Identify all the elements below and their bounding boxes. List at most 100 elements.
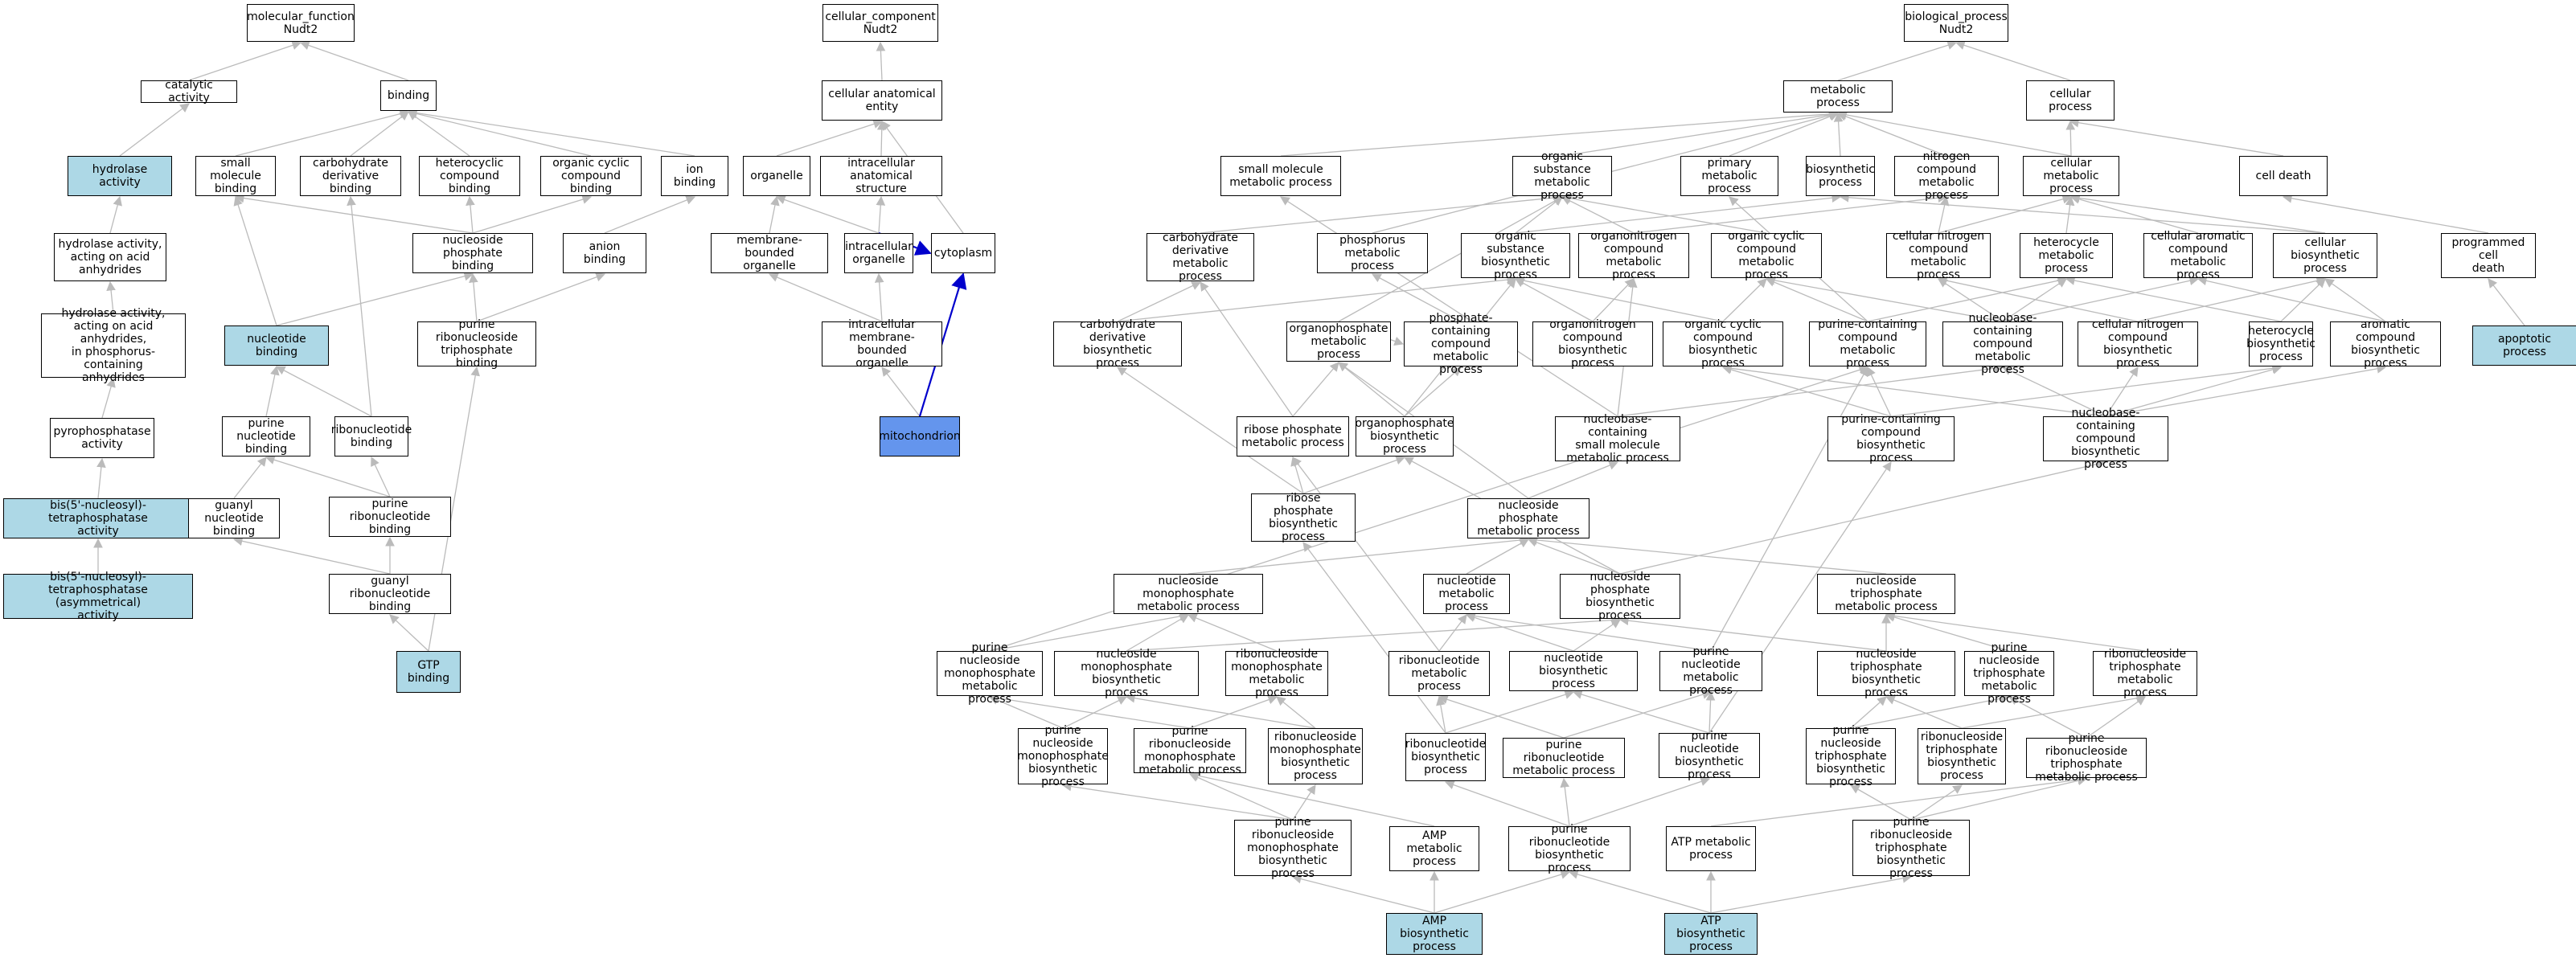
node-carbderivbio[interactable]: carbohydrate derivative biosynthetic pro… <box>1053 318 1182 370</box>
node-phosmet[interactable]: phosphorus metabolic process <box>1317 233 1428 273</box>
node-nbcontbio[interactable]: nucleobase-containing compound biosynthe… <box>2043 407 2168 471</box>
node-nucleotidemet[interactable]: nucleotide metabolic process <box>1423 574 1510 614</box>
node-nucleotideb[interactable]: nucleotide binding <box>224 325 329 366</box>
node-ribphosbio[interactable]: ribose phosphate biosynthetic process <box>1251 492 1356 543</box>
node-organonitbio[interactable]: organonitrogen compound biosynthetic pro… <box>1532 318 1653 370</box>
node-phoscontmet[interactable]: phosphate-containing compound metabolic … <box>1404 312 1518 376</box>
node-cellbio[interactable]: cellular biosynthetic process <box>2273 233 2377 278</box>
node-nucphosb[interactable]: nucleoside phosphate binding <box>412 233 533 273</box>
node-cellaromet[interactable]: cellular aromatic compound metabolic pro… <box>2143 230 2253 281</box>
node-cc[interactable]: cellular_component Nudt2 <box>822 4 938 42</box>
node-nbsmallmet[interactable]: nucleobase-containing small molecule met… <box>1555 413 1680 465</box>
node-organonitmet[interactable]: organonitrogen compound metabolic proces… <box>1578 230 1689 281</box>
node-orgcycbio[interactable]: organic cyclic compound biosynthetic pro… <box>1663 318 1783 370</box>
node-nuctrimet[interactable]: nucleoside triphosphate metabolic proces… <box>1817 574 1955 614</box>
node-metab[interactable]: metabolic process <box>1783 80 1893 113</box>
node-primmet[interactable]: primary metabolic process <box>1680 156 1778 196</box>
node-ribonucbio[interactable]: ribonucleotide biosynthetic process <box>1405 733 1486 781</box>
node-purribob[interactable]: purine ribonucleotide binding <box>329 497 451 537</box>
node-cellnitbio[interactable]: cellular nitrogen compound biosynthetic … <box>2078 318 2198 370</box>
node-purcontmet[interactable]: purine-containing compound metabolic pro… <box>1809 318 1926 370</box>
node-orgsubmet[interactable]: organic substance metabolic process <box>1512 150 1612 202</box>
node-cae[interactable]: cellular anatomical entity <box>822 80 942 121</box>
node-ribotribio[interactable]: ribonucleoside triphosphate biosynthetic… <box>1918 728 2006 784</box>
node-binding[interactable]: binding <box>380 80 437 111</box>
node-hetbio[interactable]: heterocycle biosynthetic process <box>2246 321 2316 366</box>
node-purribomonobio[interactable]: purine ribonucleoside monophosphate bios… <box>1234 816 1352 880</box>
node-purribomonomet[interactable]: purine ribonucleoside monophosphate meta… <box>1134 725 1246 776</box>
node-hetcomp[interactable]: heterocyclic compound binding <box>419 156 520 196</box>
node-purnucmonobio[interactable]: purine nucleoside monophosphate biosynth… <box>1017 724 1109 788</box>
node-mito[interactable]: mitochondrion <box>879 416 961 456</box>
node-orgcycmet[interactable]: organic cyclic compound metabolic proces… <box>1711 230 1822 281</box>
node-ribomonomet[interactable]: ribonucleoside monophosphate metabolic p… <box>1225 648 1328 699</box>
node-catalytic[interactable]: catalytic activity <box>141 79 237 104</box>
node-nucmonomet[interactable]: nucleoside monophosphate metabolic proce… <box>1114 574 1263 614</box>
node-ribotrimet[interactable]: ribonucleoside triphosphate metabolic pr… <box>2093 648 2197 699</box>
node-hydrolase[interactable]: hydrolase activity <box>68 156 172 196</box>
node-organophosmet[interactable]: organophosphate metabolic process <box>1286 321 1391 362</box>
node-guanylrib[interactable]: guanyl ribonucleotide binding <box>329 574 451 614</box>
node-ribomonobio[interactable]: ribonucleoside monophosphate biosyntheti… <box>1268 728 1363 784</box>
node-hydacid[interactable]: hydrolase activity, acting on acid anhyd… <box>54 233 166 281</box>
node-cellproc[interactable]: cellular process <box>2026 80 2115 121</box>
node-purribonucbio[interactable]: purine ribonucleotide biosynthetic proce… <box>1508 823 1631 874</box>
node-smallmolmet[interactable]: small molecule metabolic process <box>1220 156 1341 196</box>
node-gtp[interactable]: GTP binding <box>396 651 461 693</box>
node-nbcontmet[interactable]: nucleobase-containing compound metabolic… <box>1942 312 2063 376</box>
node-intraanat[interactable]: intracellular anatomical structure <box>820 156 942 196</box>
node-cellmet[interactable]: cellular metabolic process <box>2023 156 2119 196</box>
node-smallmol[interactable]: small molecule binding <box>195 156 276 196</box>
node-ribonucb[interactable]: ribonucleotide binding <box>331 416 412 456</box>
node-orgsubbio[interactable]: organic substance biosynthetic process <box>1461 230 1570 281</box>
node-nucphosmet[interactable]: nucleoside phosphate metabolic process <box>1467 498 1589 538</box>
node-atpbio[interactable]: ATP biosynthetic process <box>1664 913 1758 955</box>
node-nucmonobio[interactable]: nucleoside monophosphate biosynthetic pr… <box>1054 648 1199 699</box>
node-arobio[interactable]: aromatic compound biosynthetic process <box>2330 318 2441 370</box>
node-purnuctrimet[interactable]: purine nucleoside triphosphate metabolic… <box>1964 641 2054 706</box>
node-ampbio[interactable]: AMP biosynthetic process <box>1386 913 1483 955</box>
node-purnuctribio[interactable]: purine nucleoside triphosphate biosynthe… <box>1806 724 1896 788</box>
node-purnucmonomet[interactable]: purine nucleoside monophosphate metaboli… <box>937 641 1043 706</box>
node-progdeath[interactable]: programmed cell death <box>2441 233 2536 278</box>
node-ionb[interactable]: ion binding <box>661 156 728 196</box>
node-guanylnb[interactable]: guanyl nucleotide binding <box>188 498 280 538</box>
node-purribotrimet[interactable]: purine ribonucleoside triphosphate metab… <box>2026 732 2147 784</box>
node-cytoplasm[interactable]: cytoplasm <box>931 233 995 273</box>
node-nucleotidebio[interactable]: nucleotide biosynthetic process <box>1509 651 1638 691</box>
node-purnucb[interactable]: purine nucleotide binding <box>222 416 310 456</box>
node-purribotri[interactable]: purine ribonucleoside triphosphate bindi… <box>417 318 536 370</box>
node-purcontbio[interactable]: purine-containing compound biosynthetic … <box>1827 413 1955 465</box>
node-carbderivmet[interactable]: carbohydrate derivative metabolic proces… <box>1146 231 1254 283</box>
node-purnucbio[interactable]: purine nucleotide biosynthetic process <box>1659 730 1760 781</box>
node-bp[interactable]: biological_process Nudt2 <box>1904 4 2008 42</box>
node-mf[interactable]: molecular_function Nudt2 <box>247 4 355 42</box>
node-ribphosmet[interactable]: ribose phosphate metabolic process <box>1237 416 1349 456</box>
node-hetmet[interactable]: heterocycle metabolic process <box>2020 233 2113 278</box>
node-organelle[interactable]: organelle <box>743 156 810 196</box>
node-ribonucmet[interactable]: ribonucleotide metabolic process <box>1388 651 1490 696</box>
node-ampmet[interactable]: AMP metabolic process <box>1389 826 1479 871</box>
node-purribotribio[interactable]: purine ribonucleoside triphosphate biosy… <box>1852 816 1970 880</box>
node-bis[interactable]: bis(5'-nucleosyl)-tetraphosphatase activ… <box>3 498 193 538</box>
node-intraorg[interactable]: intracellular organelle <box>844 233 913 273</box>
node-organophosbio[interactable]: organophosphate biosynthetic process <box>1355 416 1454 456</box>
node-mbo[interactable]: membrane-bounded organelle <box>711 233 828 273</box>
node-purnucmet[interactable]: purine nucleotide metabolic process <box>1659 645 1762 697</box>
node-carbderiv[interactable]: carbohydrate derivative binding <box>300 156 401 196</box>
node-atpmet[interactable]: ATP metabolic process <box>1666 826 1756 871</box>
node-intrambo[interactable]: intracellular membrane-bounded organelle <box>822 318 942 370</box>
node-hydphos[interactable]: hydrolase activity, acting on acid anhyd… <box>41 307 186 384</box>
node-pyro[interactable]: pyrophosphatase activity <box>50 418 154 458</box>
node-nuctribio[interactable]: nucleoside triphosphate biosynthetic pro… <box>1817 648 1955 699</box>
node-celldeath[interactable]: cell death <box>2239 156 2328 196</box>
node-biosyn[interactable]: biosynthetic process <box>1806 156 1875 196</box>
node-orgcyc[interactable]: organic cyclic compound binding <box>540 156 642 196</box>
node-nitcompmet[interactable]: nitrogen compound metabolic process <box>1894 150 1999 202</box>
node-bisasym[interactable]: bis(5'-nucleosyl)-tetraphosphatase (asym… <box>3 571 193 622</box>
node-purribonucmet[interactable]: purine ribonucleotide metabolic process <box>1503 738 1625 778</box>
node-apop[interactable]: apoptotic process <box>2472 325 2576 366</box>
node-anionb[interactable]: anion binding <box>563 233 646 273</box>
node-nucphosbio[interactable]: nucleoside phosphate biosynthetic proces… <box>1560 571 1680 622</box>
node-cellnitmet[interactable]: cellular nitrogen compound metabolic pro… <box>1886 230 1991 281</box>
